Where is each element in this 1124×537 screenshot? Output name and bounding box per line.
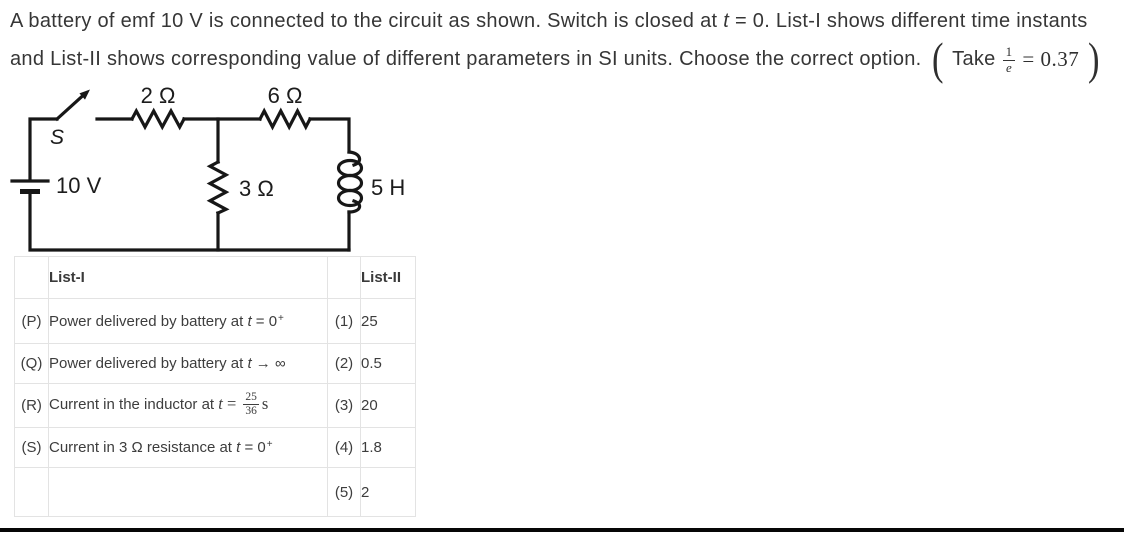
line1-text-b: = 0. List-I shows different time instant… xyxy=(729,10,1088,32)
option-2-value: 0.5 xyxy=(360,343,416,384)
row-r-fraction-numerator: 25 xyxy=(245,391,257,404)
table-row-s: (S) Current in 3 Ω resistance at t = 0+ … xyxy=(14,427,416,468)
header-empty-cell-2 xyxy=(327,256,361,299)
match-table: List-I List-II (P) Power delivered by ba… xyxy=(14,256,416,517)
take-note: ( Take 1 e = 0.37 ) xyxy=(930,33,1102,84)
table-row-q: (Q) Power delivered by battery at t → ∞ … xyxy=(14,343,416,384)
switch-label: S xyxy=(50,126,64,149)
resistor-6ohm: 6 Ω xyxy=(257,83,313,131)
battery-symbol: 10 V xyxy=(10,173,102,198)
fraction-denominator: e xyxy=(1002,59,1016,76)
row-r-key: (R) xyxy=(14,383,49,428)
option-2-key: (2) xyxy=(327,343,361,384)
problem-statement: A battery of emf 10 V is connected to th… xyxy=(10,10,1118,84)
resistor-3ohm: 3 Ω xyxy=(206,159,274,216)
row-s-text: Current in 3 Ω resistance at xyxy=(49,439,237,456)
resistor-6ohm-label: 6 Ω xyxy=(268,83,303,108)
list1-header: List-I xyxy=(48,256,328,299)
table-row-extra: (5) 2 xyxy=(14,467,416,517)
switch-arrow-icon xyxy=(79,89,90,100)
row-s-variable: t xyxy=(236,439,241,456)
take-fraction: 1 e xyxy=(1002,43,1016,76)
bottom-divider xyxy=(0,528,1124,532)
row-p-rest: = 0 xyxy=(251,312,278,330)
take-value: = 0.37 xyxy=(1022,46,1080,71)
option-1-value: 25 xyxy=(360,298,416,344)
close-paren: ) xyxy=(1088,33,1100,84)
row-p-variable: t xyxy=(247,312,252,330)
row-r-text: Current in the inductor at xyxy=(49,396,219,414)
row-extra-empty-key xyxy=(14,467,49,517)
row-r-fraction-denominator: 36 xyxy=(243,404,259,417)
table-row-p: (P) Power delivered by battery at t = 0+… xyxy=(14,298,416,344)
switch-symbol: S xyxy=(50,89,90,149)
option-3-key: (3) xyxy=(327,383,361,428)
battery-label: 10 V xyxy=(56,173,102,198)
row-p-superscript: + xyxy=(278,312,284,324)
resistor-2ohm-label: 2 Ω xyxy=(141,83,176,108)
row-q-rest: → ∞ xyxy=(251,355,286,372)
row-p-desc: Power delivered by battery at t = 0+ xyxy=(48,298,328,344)
row-q-text: Power delivered by battery at xyxy=(49,355,248,372)
row-q-desc: Power delivered by battery at t → ∞ xyxy=(48,343,328,384)
open-paren: ( xyxy=(931,33,944,84)
problem-line-1: A battery of emf 10 V is connected to th… xyxy=(10,10,1118,33)
circuit-wires xyxy=(28,117,351,252)
resistor-2ohm: 2 Ω xyxy=(129,83,187,131)
row-r-equals: = xyxy=(222,394,241,414)
row-s-desc: Current in 3 Ω resistance at t = 0+ xyxy=(48,427,328,468)
option-4-value: 1.8 xyxy=(360,427,416,468)
line1-variable-t: t xyxy=(723,10,730,32)
row-r-unit: s xyxy=(261,394,269,414)
line1-text-a: A battery of emf 10 V is connected to th… xyxy=(10,10,724,32)
circuit-diagram: S 10 V 2 Ω 6 Ω 3 Ω 5 H xyxy=(10,83,405,252)
row-s-rest: = 0 xyxy=(240,439,266,456)
option-4-key: (4) xyxy=(327,427,361,468)
option-5-key: (5) xyxy=(327,467,361,517)
list2-header: List-II xyxy=(360,256,416,299)
row-q-variable: t xyxy=(247,355,252,372)
row-p-key: (P) xyxy=(14,298,49,344)
row-r-variable: t xyxy=(218,394,223,414)
row-q-key: (Q) xyxy=(14,343,49,384)
row-extra-empty-desc xyxy=(48,467,328,517)
table-header-row: List-I List-II xyxy=(14,256,416,299)
header-empty-cell xyxy=(14,256,49,299)
row-s-key: (S) xyxy=(14,427,49,468)
row-s-superscript: + xyxy=(266,439,273,450)
inductor-symbol: 5 H xyxy=(336,150,405,214)
take-label: Take xyxy=(952,47,996,70)
resistor-3ohm-label: 3 Ω xyxy=(239,176,274,201)
fraction-numerator: 1 xyxy=(1005,43,1013,59)
inductor-label: 5 H xyxy=(371,175,405,200)
option-5-value: 2 xyxy=(360,467,416,517)
row-p-text: Power delivered by battery at xyxy=(49,312,248,330)
option-3-value: 20 xyxy=(360,383,416,428)
option-1-key: (1) xyxy=(327,298,361,344)
problem-line-2: and List-II shows corresponding value of… xyxy=(10,33,1118,84)
line2-text: and List-II shows corresponding value of… xyxy=(10,47,922,70)
